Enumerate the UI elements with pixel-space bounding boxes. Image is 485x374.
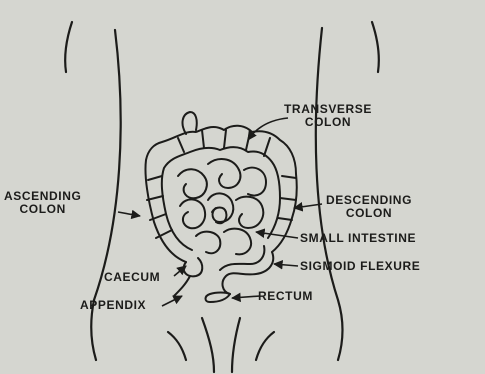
label-sigmoid-flexure: SIGMOID FLEXURE <box>300 260 420 273</box>
label-appendix: APPENDIX <box>80 299 146 312</box>
torso-left-upper-line <box>65 22 72 72</box>
rectum <box>206 293 231 303</box>
label-rectum: RECTUM <box>258 290 313 303</box>
leader-ascending <box>118 212 140 216</box>
small-intestine-coil-4 <box>180 199 205 228</box>
colon-inner <box>162 147 280 250</box>
transverse-loop <box>183 112 197 134</box>
label-transverse-colon: TRANSVERSE COLON <box>284 103 372 129</box>
label-small-intestine: SMALL INTESTINE <box>300 232 416 245</box>
sigmoid-flexure-inner <box>220 246 264 270</box>
intestines <box>145 112 296 302</box>
label-descending-colon-line2: COLON <box>326 207 412 220</box>
label-transverse-colon-line2: COLON <box>284 116 372 129</box>
label-descending-colon: DESCENDING COLON <box>326 194 412 220</box>
leader-appendix <box>162 296 182 306</box>
label-ascending-colon-line2: COLON <box>4 203 81 216</box>
torso-right-upper-line <box>372 22 379 72</box>
leader-rectum <box>232 296 260 298</box>
torso-crotch-left <box>202 318 214 372</box>
leader-descending <box>294 204 322 208</box>
small-intestine-coil-6 <box>236 197 263 228</box>
small-intestine-coil-2 <box>208 159 240 188</box>
torso-thigh-right <box>256 332 274 360</box>
torso-crotch-right <box>232 318 240 372</box>
small-intestine-coil-3 <box>244 168 266 196</box>
label-caecum: CAECUM <box>104 271 160 284</box>
leader-transverse <box>248 118 288 140</box>
sigmoid-flexure <box>223 252 274 294</box>
label-ascending-colon: ASCENDING COLON <box>4 190 81 216</box>
leader-small-intestine <box>256 232 298 238</box>
leader-sigmoid <box>274 264 298 266</box>
appendix <box>174 276 190 296</box>
small-intestine-coil-8 <box>224 229 251 255</box>
torso-thigh-left <box>168 332 186 360</box>
small-intestine-coil-7 <box>196 232 220 254</box>
small-intestine-coil-1 <box>178 169 207 198</box>
caecum <box>184 258 203 276</box>
